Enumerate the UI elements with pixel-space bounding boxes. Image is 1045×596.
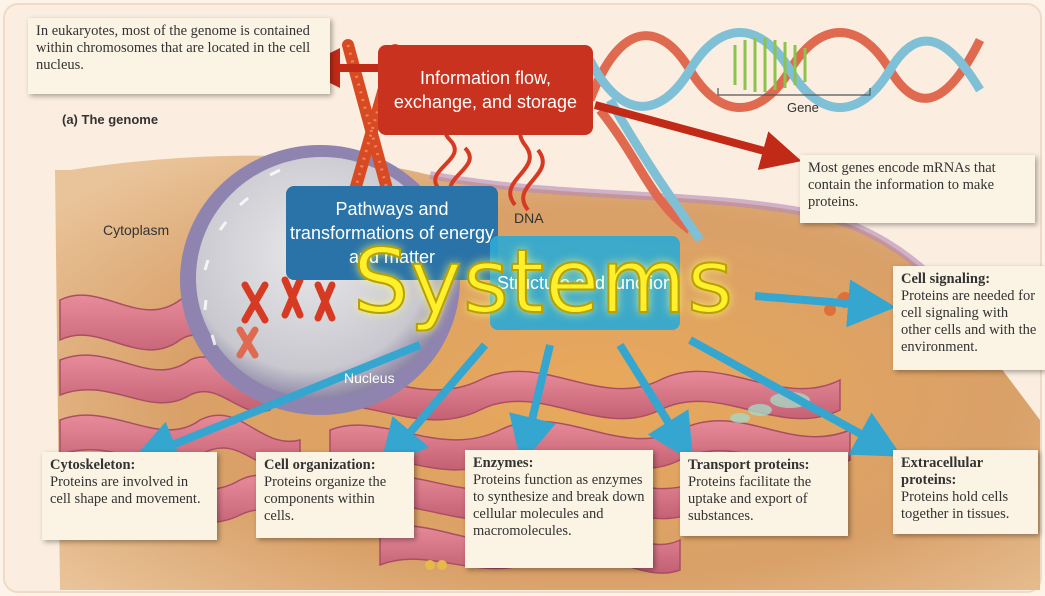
note-extracellular: Extracellular proteins: Proteins hold ce… [893, 450, 1038, 534]
cytoplasm-label: Cytoplasm [103, 222, 170, 238]
note-eukaryotes: In eukaryotes, most of the genome is con… [28, 18, 330, 94]
note-cytoskeleton: Cytoskeleton: Proteins are involved in c… [42, 452, 217, 540]
note-extracellular-title: Extracellular proteins: [901, 455, 983, 488]
gene-label: Gene [787, 100, 819, 115]
note-cytoskeleton-title: Cytoskeleton: [50, 457, 136, 473]
systems-overlay-text: Systems [352, 230, 734, 333]
note-transport-title: Transport proteins: [688, 457, 810, 473]
note-mrna: Most genes encode mRNAs that contain the… [800, 155, 1035, 223]
gene-bracket [717, 88, 871, 96]
note-cell-organization-title: Cell organization: [264, 457, 376, 473]
note-enzymes-title: Enzymes: [473, 455, 534, 471]
genome-heading: (a) The genome [62, 112, 159, 127]
note-cell-organization-body: Proteins organize the components within … [264, 474, 387, 524]
blue-arrows [130, 279, 903, 469]
nucleus-label: Nucleus [344, 370, 395, 386]
note-cell-signaling-body: Proteins are needed for cell signaling w… [901, 288, 1037, 355]
callout-pathways-text: Pathways and transformations of energy a… [289, 199, 495, 267]
note-cell-signaling: Cell signaling: Proteins are needed for … [893, 266, 1045, 370]
callout-information-flow: Information flow, exchange, and storage [378, 45, 593, 135]
callout-structure-function-text: Structure and function [496, 273, 674, 293]
dna-helix [585, 28, 985, 243]
dna-label: DNA [514, 210, 544, 226]
note-transport-body: Proteins facilitate the uptake and expor… [688, 474, 812, 524]
note-enzymes-body: Proteins function as enzymes to synthesi… [473, 472, 645, 539]
callout-structure-function: Structure and function [490, 236, 680, 330]
note-transport: Transport proteins: Proteins facilitate … [680, 452, 848, 536]
note-enzymes: Enzymes: Proteins function as enzymes to… [465, 450, 653, 568]
note-cell-signaling-title: Cell signaling: [901, 271, 991, 287]
note-cell-organization: Cell organization: Proteins organize the… [256, 452, 414, 538]
chromosomes [236, 276, 336, 359]
callout-information-flow-text: Information flow, exchange, and storage [393, 68, 578, 112]
note-mrna-text: Most genes encode mRNAs that contain the… [808, 160, 996, 210]
callout-pathways: Pathways and transformations of energy a… [286, 186, 498, 280]
note-extracellular-body: Proteins hold cells together in tissues. [901, 489, 1010, 522]
note-eukaryotes-text: In eukaryotes, most of the genome is con… [36, 23, 311, 73]
note-cytoskeleton-body: Proteins are involved in cell shape and … [50, 474, 201, 507]
gene-bases [733, 38, 807, 92]
